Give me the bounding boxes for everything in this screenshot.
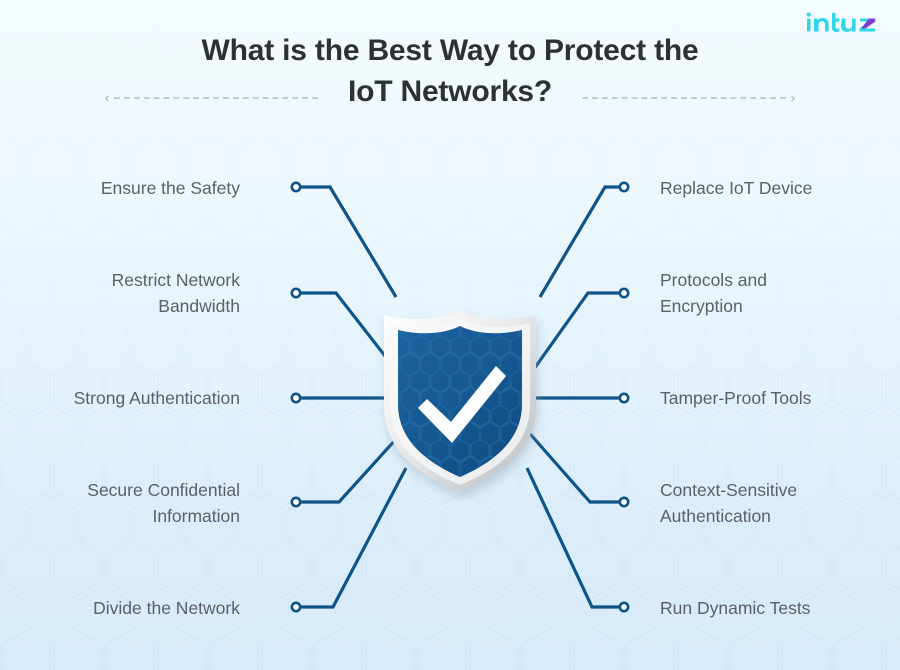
- label-line: Context-Sensitive: [660, 480, 798, 500]
- item-label-divide-the-network: Divide the Network: [0, 595, 240, 621]
- connector-node: [618, 287, 630, 299]
- item-label-ensure-the-safety: Ensure the Safety: [0, 175, 240, 201]
- item-label-run-dynamic-tests: Run Dynamic Tests: [660, 595, 900, 621]
- label-line: Divide the Network: [93, 598, 240, 618]
- connector-right-1: [538, 185, 622, 298]
- label-line: Bandwidth: [158, 296, 240, 316]
- connector-node: [290, 287, 302, 299]
- label-line: Encryption: [660, 296, 743, 316]
- label-line: Replace IoT Device: [660, 178, 813, 198]
- label-line: Information: [152, 506, 240, 526]
- label-line: Secure Confidential: [87, 480, 240, 500]
- connector-node: [618, 496, 630, 508]
- item-label-replace-iot-device: Replace IoT Device: [660, 175, 900, 201]
- connector-node: [290, 601, 302, 613]
- label-line: Protocols and: [660, 270, 768, 290]
- connector-node: [618, 601, 630, 613]
- item-label-tamper-proof-tools: Tamper-Proof Tools: [660, 385, 900, 411]
- item-label-strong-authentication: Strong Authentication: [0, 385, 240, 411]
- item-label-protocols-and-encryption: Protocols and Encryption: [660, 267, 900, 319]
- intuz-logo: [806, 12, 876, 32]
- label-line: Restrict Network: [111, 270, 240, 290]
- title-line-2: IoT Networks?: [347, 75, 553, 108]
- item-label-context-sensitive-authentication: Context-Sensitive Authentication: [660, 477, 900, 529]
- connector-node: [290, 496, 302, 508]
- label-line: Authentication: [660, 506, 771, 526]
- security-shield-icon: [384, 310, 536, 492]
- label-line: Ensure the Safety: [100, 178, 240, 198]
- connector-node: [618, 392, 630, 404]
- title-line-1: What is the Best Way to Protect the: [201, 34, 699, 67]
- label-line: Strong Authentication: [73, 388, 240, 408]
- item-label-restrict-network-bandwidth: Restrict Network Bandwidth: [0, 267, 240, 319]
- connector-node: [618, 181, 630, 193]
- connector-left-1: [298, 185, 398, 298]
- connector-node: [290, 181, 302, 193]
- page-title: What is the Best Way to Protect the IoT …: [0, 30, 900, 112]
- item-label-secure-confidential-information: Secure Confidential Information: [0, 477, 240, 529]
- label-line: Run Dynamic Tests: [660, 598, 811, 618]
- label-line: Tamper-Proof Tools: [660, 388, 812, 408]
- connector-node: [290, 392, 302, 404]
